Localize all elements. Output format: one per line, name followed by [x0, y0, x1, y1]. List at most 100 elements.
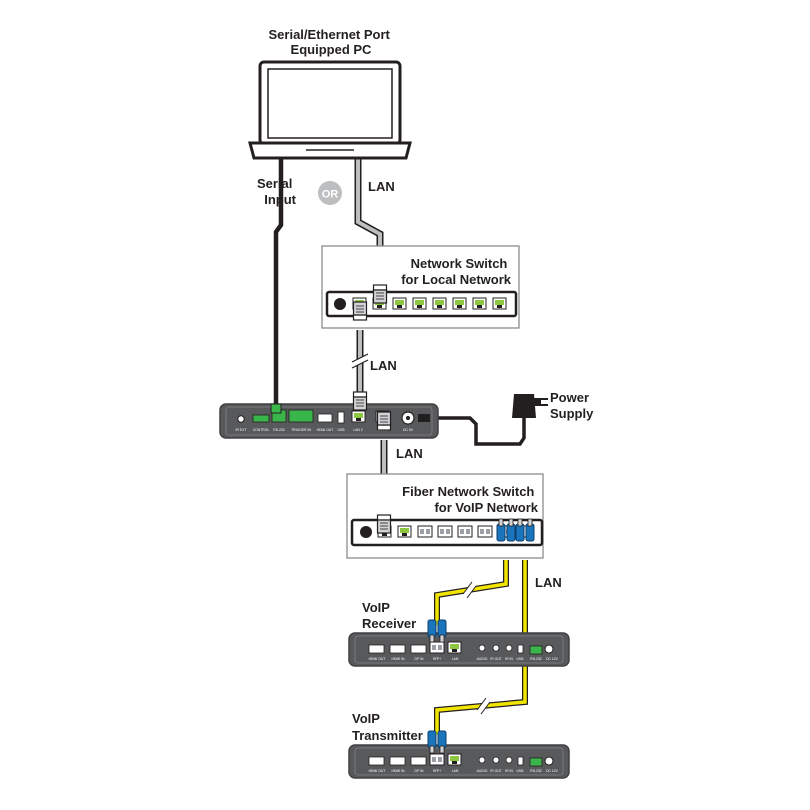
port-label: IR IN: [505, 657, 513, 661]
power-cable: [426, 416, 526, 446]
power-supply-label: Power Supply: [550, 390, 594, 421]
hdmi-out-port[interactable]: [368, 756, 385, 766]
port-label: RS-232: [530, 657, 542, 661]
port-label: SFP+: [433, 769, 442, 773]
port-label-ir-ext: IR EXT: [236, 428, 247, 432]
fiber-switch-sfp-port-2[interactable]: [437, 525, 453, 538]
control-terminal[interactable]: [252, 414, 270, 423]
dc-jack[interactable]: [544, 756, 554, 766]
port-label-lan-2: LAN 2: [353, 428, 363, 432]
port-label: HDMI IN: [392, 769, 406, 773]
network-switch-label-line-2: for Local Network: [401, 272, 512, 287]
lan-2-port[interactable]: [351, 410, 366, 423]
audio-jack[interactable]: [478, 644, 486, 652]
port-label-hdmi-out: HDMI OUT: [317, 428, 334, 432]
port-label-usb: USB: [338, 428, 346, 432]
lan-plug-controller-top: [352, 391, 368, 411]
sfp-port[interactable]: [429, 641, 445, 654]
lan-plug-switch-top: [372, 284, 388, 304]
hdmi-in-port[interactable]: [389, 756, 406, 766]
lan-label-controller: LAN: [396, 446, 423, 461]
port-label-rs232: RS-232: [273, 428, 285, 432]
ir-in-jack[interactable]: [505, 756, 513, 764]
ir-out-jack[interactable]: [492, 644, 500, 652]
port-label: IR OUT: [490, 657, 502, 661]
dp-in-port[interactable]: [410, 644, 427, 654]
voip-transmitter-label-line-1: VoIP: [352, 711, 380, 726]
lan-label-fiber: LAN: [535, 575, 562, 590]
ir-in-jack[interactable]: [505, 644, 513, 652]
fiber-switch-sfp-port-1[interactable]: [417, 525, 433, 538]
rs232-terminal[interactable]: [529, 757, 543, 767]
network-switch-label: Network Switch for Local Network: [401, 256, 512, 287]
hdmi-in-port[interactable]: [389, 644, 406, 654]
port-label: HDMI OUT: [369, 769, 386, 773]
serial-plug: [270, 403, 282, 414]
or-badge-text: OR: [322, 189, 339, 201]
port-label: HDMI OUT: [369, 657, 386, 661]
lan-plug-fiber-switch: [376, 514, 392, 534]
switch-port-7[interactable]: [472, 297, 487, 310]
hdmi-out-port[interactable]: [368, 644, 385, 654]
voip-transmitter-unit: HDMI OUT HDMI IN DP IN SFP+ LAN AUDIO IR…: [348, 744, 570, 779]
dc-jack[interactable]: [544, 644, 554, 654]
ir-out-jack[interactable]: [492, 756, 500, 764]
serial-input-label-line-2: Input: [264, 192, 296, 207]
voip-transmitter-label: VoIP Transmitter: [352, 711, 423, 743]
lan-port[interactable]: [447, 641, 462, 654]
voip-receiver-label: VoIP Receiver: [362, 600, 416, 631]
or-badge: OR: [318, 181, 342, 205]
fiber-switch-sfp-port-3[interactable]: [457, 525, 473, 538]
audio-jack[interactable]: [478, 756, 486, 764]
fiber-switch-lan-port-2[interactable]: [397, 525, 412, 538]
port-label-trigger-in: TRIGGER IN: [291, 428, 311, 432]
switch-port-8[interactable]: [492, 297, 507, 310]
switch-port-6[interactable]: [452, 297, 467, 310]
power-supply-label-line-1: Power: [550, 390, 589, 405]
controller-unit: IR EXT CONTROL RS-232 TRIGGER IN HDMI OU…: [219, 403, 439, 439]
pc-label: Serial/Ethernet Port Equipped PC: [269, 27, 394, 57]
fiber-switch-panel: [350, 518, 544, 547]
lan-label-pc: LAN: [368, 179, 395, 194]
fiber-switch-label: Fiber Network Switch for VoIP Network: [402, 484, 539, 515]
lan-port[interactable]: [447, 753, 462, 766]
fiber-switch-sfp-port-4[interactable]: [477, 525, 493, 538]
port-label-dc: DC 5V: [403, 428, 414, 432]
pc-label-line-1: Serial/Ethernet Port: [269, 27, 391, 42]
port-label: LAN: [452, 657, 459, 661]
sfp-port[interactable]: [429, 753, 445, 766]
power-adapter-icon: [512, 394, 548, 418]
usb-port[interactable]: [337, 411, 345, 424]
port-label: AUDIO: [477, 769, 488, 773]
dp-in-port[interactable]: [410, 756, 427, 766]
hdmi-out-port[interactable]: [317, 413, 333, 423]
lan-plug-controller-bottom: [376, 411, 392, 431]
switch-port-5[interactable]: [432, 297, 447, 310]
power-button-icon: [360, 526, 372, 538]
usb-port[interactable]: [517, 756, 524, 766]
fiber-switch-label-line-1: Fiber Network Switch: [402, 484, 534, 499]
port-label: IR OUT: [490, 769, 502, 773]
port-label: USB: [517, 657, 525, 661]
network-switch-label-line-1: Network Switch: [411, 256, 508, 271]
ir-ext-jack[interactable]: [237, 415, 245, 423]
rs232-terminal[interactable]: [529, 645, 543, 655]
port-label: RS-232: [530, 769, 542, 773]
port-label: DP IN: [415, 769, 425, 773]
laptop: [248, 60, 412, 160]
voip-receiver-label-line-2: Receiver: [362, 616, 416, 631]
power-button-icon: [334, 298, 346, 310]
switch-port-3[interactable]: [392, 297, 407, 310]
lan-label-switch: LAN: [370, 358, 397, 373]
serial-cable: [273, 150, 284, 412]
voip-receiver-label-line-1: VoIP: [362, 600, 390, 615]
switch-port-4[interactable]: [412, 297, 427, 310]
port-label: HDMI IN: [392, 657, 406, 661]
port-label: LAN: [452, 769, 459, 773]
port-label: DP IN: [415, 657, 425, 661]
usb-port[interactable]: [517, 644, 524, 654]
fiber-switch-label-line-2: for VoIP Network: [434, 500, 538, 515]
trigger-in-terminal[interactable]: [288, 409, 314, 423]
fiber-cable-to-receiver: [434, 560, 509, 625]
